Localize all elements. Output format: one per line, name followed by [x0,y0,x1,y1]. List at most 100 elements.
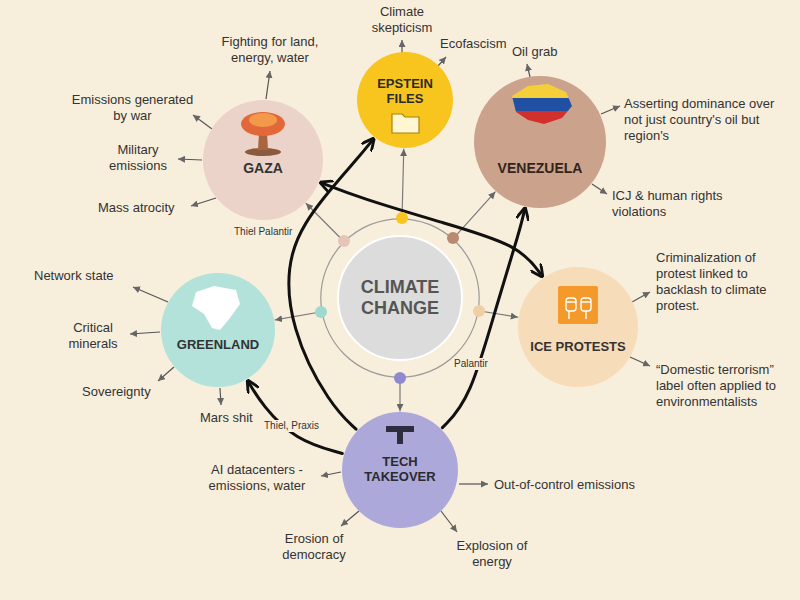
leader-arrow [459,483,488,484]
annotation-holder: Sovereignty [82,384,162,400]
annotation: Sovereignty [82,384,162,400]
spoke-arrow [275,312,320,320]
circle-fill [474,76,606,208]
inner-circle [338,236,462,360]
annotation-holder: Emissions generated by war [70,92,195,124]
annotation: Mars shit [200,410,270,426]
edge-label-holder: Thiel Palantir [232,226,294,238]
topic-circle: ICE PROTESTS [518,267,638,387]
tech-t-icon [386,426,414,444]
annotation-holder: Critical minerals [58,320,128,352]
annotation: Criminalization of protest linked to bac… [656,250,794,314]
annotation-holder: AI datacenters - emissions, water [196,462,318,494]
circle-fill [342,412,458,528]
topic-circle: GAZA [203,100,323,220]
annotation: ICJ & human rights violations [612,188,734,220]
mushroom-cloud-icon [241,112,285,156]
cloud-glow [249,113,277,127]
edge-label: Thiel Palantir [232,226,294,238]
annotation: Fighting for land, energy, water [205,34,335,66]
topic-circle: TECH TAKEOVER [342,412,458,528]
spoke-arrow [402,149,404,217]
fist [581,298,591,311]
leader-arrow [220,388,221,405]
circle-fill [161,273,275,387]
annotation: Asserting dominance over not just countr… [624,96,789,144]
ring-dot [315,306,327,318]
leader-arrow [592,184,607,194]
leader-arrow [193,115,212,129]
t-bar [386,426,414,432]
circle-outline [518,267,638,387]
annotation-holder: Out-of-control emissions [494,477,654,493]
circle-fill [203,100,323,220]
leader-arrow [401,40,402,53]
annotation-holder: Climate skepticism [357,4,447,36]
topic-circle: EPSTEIN FILES [357,52,453,148]
leader-arrow [191,198,216,206]
spoke-arrow [454,192,495,238]
leader-arrow [158,367,174,381]
leader-arrow [321,472,341,476]
edge-label-holder: Palantir [452,358,490,370]
spoke-arrow [480,311,518,317]
node-title: EPSTEIN FILES [365,77,445,107]
node-title: CLIMATE CHANGE [341,277,459,318]
ring-dot [447,232,459,244]
annotation-holder: Ecofascism [440,36,520,52]
leader-arrow [178,159,202,160]
venezuela-map-icon [512,84,572,124]
annotation-holder: Erosion of democracy [272,531,356,563]
leader-arrow [441,511,457,532]
annotation-holder: ICJ & human rights violations [612,188,734,220]
leader-arrow [527,64,530,77]
leader-arrow [632,292,650,302]
annotation-holder: Network state [34,268,134,284]
circle-outline [474,76,606,208]
ring-dot [396,212,408,224]
annotation-holder: Military emissions [100,142,176,174]
node-title: GAZA [213,160,313,176]
protest-fists-icon [558,286,598,324]
circle-outline [161,273,275,387]
annotation: Climate skepticism [357,4,447,36]
annotation-holder: Oil grab [512,44,582,60]
circle-fill [518,267,638,387]
annotation-holder: Explosion of energy [446,538,538,570]
annotation-holder: Asserting dominance over not just countr… [624,96,789,144]
annotation: Mass atrocity [98,200,193,216]
annotation: AI datacenters - emissions, water [196,462,318,494]
central-circle: CLIMATE CHANGE [320,218,480,378]
annotation: Military emissions [100,142,176,174]
cloud-cap [241,112,285,136]
circle-fill [357,52,453,148]
annotation-holder: Fighting for land, energy, water [205,34,335,66]
annotation: Explosion of energy [446,538,538,570]
node-title: TECH TAKEOVER [355,455,445,485]
annotation: Ecofascism [440,36,520,52]
node-title: ICE PROTESTS [523,340,633,355]
ring-dot [473,305,485,317]
annotation: Network state [34,268,134,284]
edge-label-holder: Thiel, Praxis [262,420,321,432]
spoke-arrow [306,203,343,240]
annotation: “Domestic terrorism” label often applied… [656,362,791,410]
cloud-stem [258,132,268,150]
edge-label: Thiel, Praxis [262,420,321,432]
node-title: VENEZUELA [485,160,595,176]
spoke-arrow [399,379,400,411]
leader-arrow [438,57,446,66]
cloud-base [245,148,281,156]
fist-lines [566,302,591,319]
edge-label: Palantir [452,358,490,370]
leader-arrow [266,71,270,99]
t-stem [397,426,403,444]
outer-ring [321,219,479,377]
annotation: Critical minerals [58,320,128,352]
topic-circle: GREENLAND [161,273,275,387]
node-title: GREENLAND [168,338,268,353]
annotation: Erosion of democracy [272,531,356,563]
leader-arrow [130,332,160,334]
annotation-holder: Mass atrocity [98,200,193,216]
ring-dot [338,235,350,247]
